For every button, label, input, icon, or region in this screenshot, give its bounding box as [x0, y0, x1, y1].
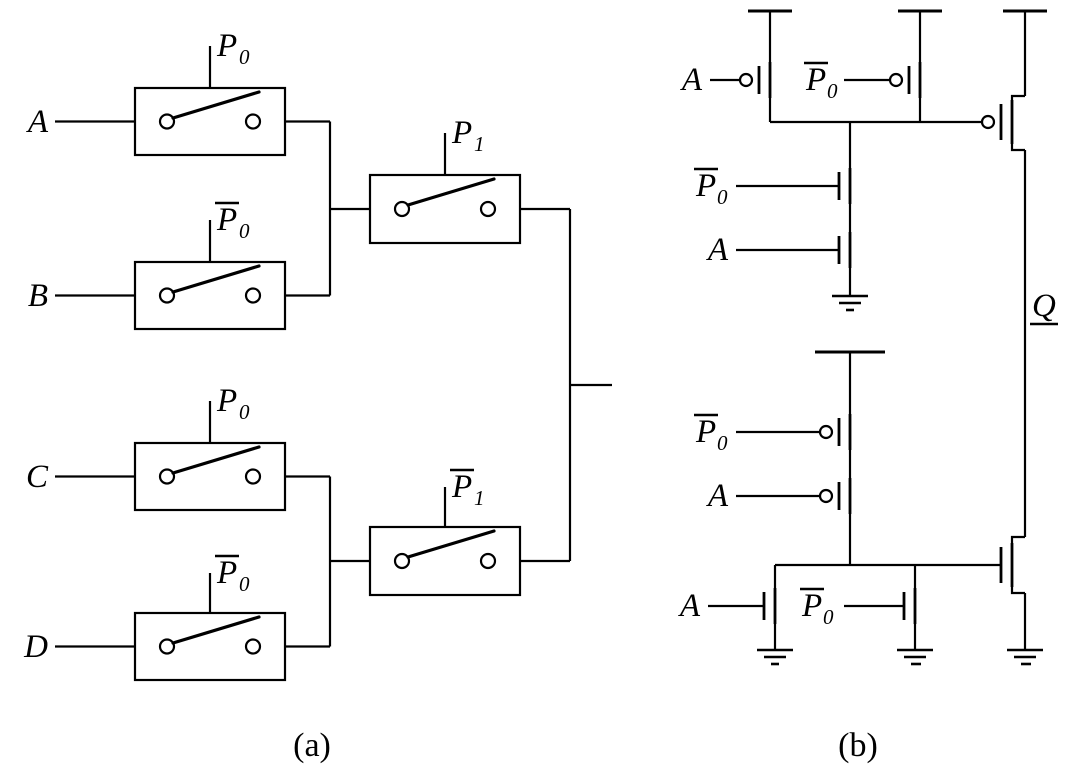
gate-label-A: A	[706, 478, 729, 514]
gate-bubble	[738, 72, 754, 88]
switch-terminal-left	[158, 287, 176, 304]
switch-terminal-right	[244, 468, 262, 485]
gate-label-A: A	[680, 62, 703, 98]
switch-terminal-right	[479, 200, 497, 218]
source-lead	[1010, 587, 1025, 595]
gate-label-sub0: 0	[717, 185, 728, 209]
ground-symbol-mid	[832, 294, 868, 312]
gate-label-P: P	[695, 168, 716, 204]
switch-terminal-left	[393, 552, 411, 570]
control-label-P: P	[451, 469, 472, 505]
output-q-label: Q	[1030, 288, 1058, 326]
gate-label-sub0: 0	[827, 79, 838, 103]
nmos-A-mid: A	[706, 232, 852, 296]
control-label-sub0: 0	[239, 219, 250, 243]
caption-a: (a)	[293, 727, 331, 764]
switch-box-C: C P 0	[26, 383, 287, 512]
gate-label-P: P	[695, 414, 716, 450]
node1-wires	[770, 120, 982, 168]
switch-lever	[406, 529, 496, 559]
control-label-sub1: 1	[474, 486, 485, 510]
switch-body	[133, 86, 287, 157]
switch-box-P1: P 1	[368, 115, 522, 245]
caption-b: (b)	[838, 727, 878, 764]
switch-terminal-left	[158, 638, 176, 655]
switch-box-P1bar: P 1	[368, 468, 522, 597]
pmos-A-low: A	[706, 478, 852, 565]
switch-lever	[171, 615, 261, 645]
panel-a-wires	[285, 120, 612, 648]
switch-body	[133, 441, 287, 512]
switch-body	[368, 525, 522, 597]
switch-body	[133, 260, 287, 331]
control-label-P: P	[216, 383, 237, 419]
input-label-D: D	[23, 629, 48, 665]
switch-box-B: B P 0	[28, 201, 287, 331]
nmos-output-pulldown	[999, 535, 1027, 650]
switch-lever	[406, 177, 496, 207]
gate-bubble	[888, 72, 904, 88]
switch-terminal-left	[158, 468, 176, 485]
gate-label-A: A	[678, 588, 701, 624]
vdd-bar-mid	[815, 350, 885, 414]
control-label-P: P	[216, 28, 237, 64]
input-label-B: B	[28, 278, 48, 314]
input-label-A: A	[26, 104, 49, 140]
switch-terminal-right	[244, 638, 262, 655]
nmos-A-bottom: A	[678, 565, 777, 650]
drain-lead	[1010, 535, 1025, 543]
nmos-P0bar-bottom: P 0	[800, 565, 917, 650]
label-Q: Q	[1032, 288, 1056, 324]
nmos-P0bar-mid: P 0	[694, 167, 852, 232]
control-label-P: P	[451, 115, 472, 151]
pmos-P0bar-low: P 0	[694, 413, 852, 478]
pmos-P0bar-top: P 0	[804, 61, 922, 122]
gate-label-A: A	[706, 232, 729, 268]
switch-terminal-right	[479, 552, 497, 570]
control-label-sub0: 0	[239, 400, 250, 424]
control-label-P: P	[216, 202, 237, 238]
control-label-P: P	[216, 555, 237, 591]
source-lead	[1010, 94, 1025, 100]
switch-box-A: A P 0	[26, 28, 287, 157]
panel-b: A P 0 P 0	[678, 9, 1058, 764]
gate-bubble	[818, 424, 834, 440]
vdd-rails	[748, 9, 1047, 96]
switch-lever	[171, 90, 261, 120]
gate-label-P: P	[801, 588, 822, 624]
switch-lever	[171, 445, 261, 475]
control-label-sub0: 0	[239, 45, 250, 69]
switch-lever	[171, 264, 261, 294]
switch-terminal-left	[393, 200, 411, 218]
control-label-sub0: 0	[239, 572, 250, 596]
control-label-sub1: 1	[474, 132, 485, 156]
ground-symbol-right	[1007, 648, 1043, 666]
drain-lead	[1010, 144, 1025, 152]
gate-label-sub0: 0	[717, 431, 728, 455]
gate-bubble	[818, 488, 834, 504]
switch-terminal-right	[244, 287, 262, 304]
gate-label-sub0: 0	[823, 605, 834, 629]
switch-terminal-left	[158, 113, 176, 130]
input-label-C: C	[26, 459, 49, 495]
switch-terminal-right	[244, 113, 262, 130]
ground-symbol-left	[757, 648, 793, 666]
pmos-output-pullup	[980, 94, 1025, 152]
pmos-A-top: A	[680, 62, 772, 122]
switch-body	[368, 173, 522, 245]
switch-body	[133, 611, 287, 682]
gate-bubble	[980, 114, 996, 130]
ground-symbol-middle	[897, 648, 933, 666]
gate-label-P: P	[805, 62, 826, 98]
panel-a: A P 0 B P 0 C	[23, 28, 612, 764]
switch-box-D: D P 0	[23, 554, 287, 682]
